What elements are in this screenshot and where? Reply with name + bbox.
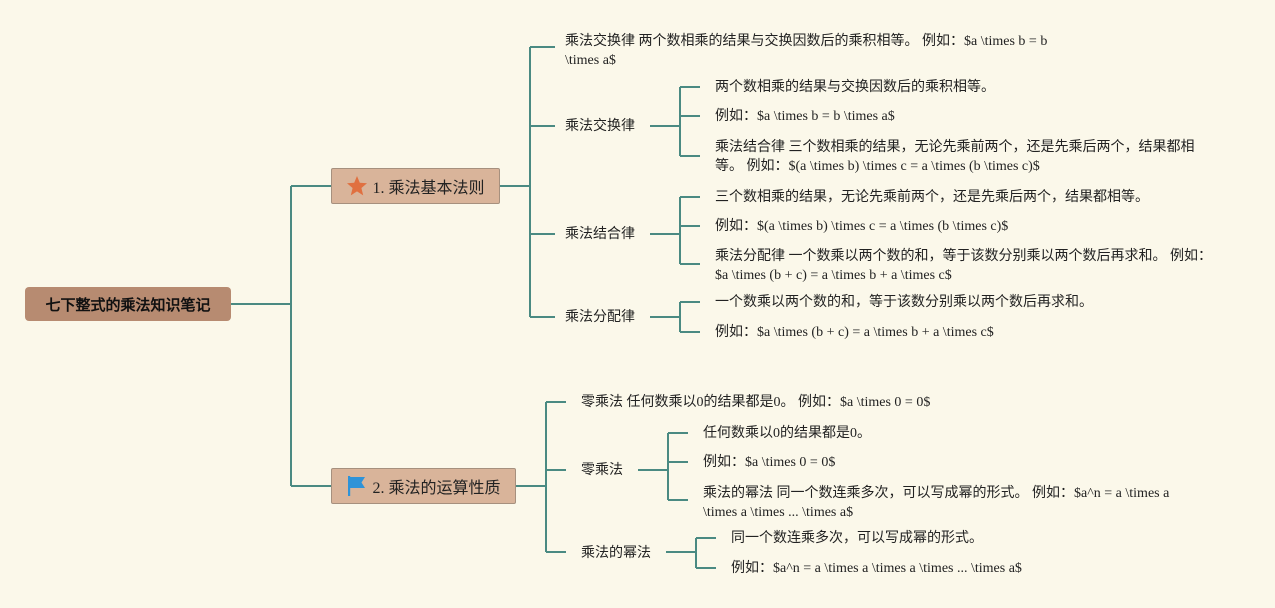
flag-icon (346, 475, 368, 497)
leaf-power-example[interactable]: 例如：$a^n = a \times a \times a \times ...… (729, 559, 1024, 578)
section-title: 1. 乘法基本法则 (372, 180, 485, 197)
section-node-basic-rules[interactable]: 1. 乘法基本法则 (331, 168, 500, 204)
star-icon (346, 175, 368, 197)
leaf-zero-example[interactable]: 例如：$a \times 0 = 0$ (701, 453, 838, 472)
group-associative[interactable]: 乘法结合律 (563, 225, 637, 244)
leaf-associative-example[interactable]: 例如：$(a \times b) \times c = a \times (b … (713, 217, 1011, 236)
leaf-associative-summary[interactable]: 乘法结合律 三个数相乘的结果，无论先乘前两个，还是先乘后两个，结果都相等。 例如… (713, 138, 1207, 176)
leaf-commutative-def[interactable]: 两个数相乘的结果与交换因数后的乘积相等。 (713, 78, 997, 97)
group-zero-multiplication[interactable]: 零乘法 (579, 461, 625, 480)
group-power[interactable]: 乘法的幂法 (579, 544, 653, 563)
leaf-commutative-example[interactable]: 例如：$a \times b = b \times a$ (713, 107, 897, 126)
summary-commutative[interactable]: 乘法交换律 两个数相乘的结果与交换因数后的乘积相等。 例如：$a \times … (563, 32, 1057, 70)
root-node[interactable]: 七下整式的乘法知识笔记 (25, 287, 231, 321)
leaf-zero-def[interactable]: 任何数乘以0的结果都是0。 (701, 424, 873, 443)
leaf-power-summary[interactable]: 乘法的幂法 同一个数连乘多次，可以写成幂的形式。 例如：$a^n = a \ti… (701, 484, 1185, 522)
group-distributive[interactable]: 乘法分配律 (563, 308, 637, 327)
leaf-distributive-example[interactable]: 例如：$a \times (b + c) = a \times b + a \t… (713, 323, 996, 342)
leaf-power-def[interactable]: 同一个数连乘多次，可以写成幂的形式。 (729, 529, 985, 548)
leaf-distributive-def[interactable]: 一个数乘以两个数的和，等于该数分别乘以两个数后再求和。 (713, 293, 1095, 312)
summary-zero-multiplication[interactable]: 零乘法 任何数乘以0的结果都是0。 例如：$a \times 0 = 0$ (579, 393, 933, 412)
leaf-associative-def[interactable]: 三个数相乘的结果，无论先乘前两个，还是先乘后两个，结果都相等。 (713, 188, 1151, 207)
leaf-distributive-summary[interactable]: 乘法分配律 一个数乘以两个数的和，等于该数分别乘以两个数后再求和。 例如：$a … (713, 247, 1217, 285)
group-commutative[interactable]: 乘法交换律 (563, 117, 637, 136)
section-title: 2. 乘法的运算性质 (372, 480, 501, 497)
section-node-properties[interactable]: 2. 乘法的运算性质 (331, 468, 516, 504)
